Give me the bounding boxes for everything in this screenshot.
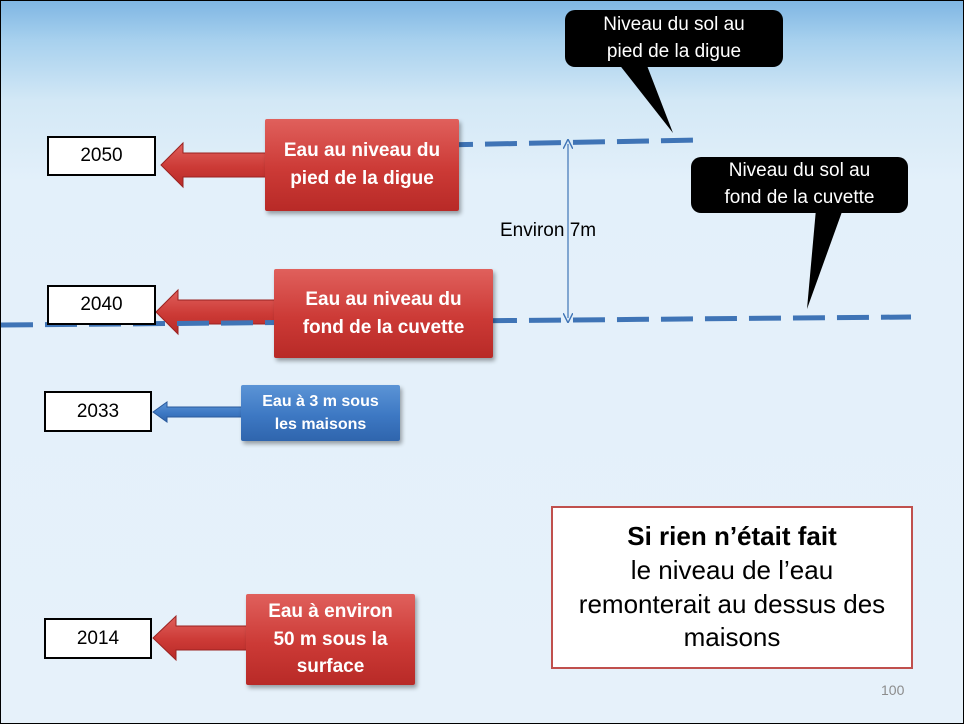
callout-digue-line1: Niveau du sol au: [603, 13, 745, 35]
callout-pointer-cuvette: [807, 209, 843, 309]
arrow-2050: [160, 141, 268, 189]
year-label-2050: 2050: [80, 145, 123, 166]
arrow-2033: [152, 401, 244, 423]
callout-cuvette-line2: fond de la cuvette: [724, 187, 875, 208]
label-2014-line3: surface: [296, 656, 365, 678]
summary-line3: maisons: [683, 622, 781, 653]
year-label-2040: 2040: [80, 294, 123, 315]
callout-cuvette: Niveau du sol au fond de la cuvette: [691, 157, 908, 213]
page-number: 100: [881, 682, 905, 698]
label-2033-line2: les maisons: [274, 416, 367, 433]
distance-label: Environ 7m: [500, 220, 597, 241]
arrow-2014: [152, 614, 250, 662]
label-2014-line1: Eau à environ: [268, 601, 393, 623]
summary-line2: remonterait au dessus des: [578, 588, 886, 619]
year-label-2014: 2014: [76, 627, 120, 649]
callout-digue: Niveau du sol au pied de la digue: [565, 10, 783, 67]
year-box-2050: 2050: [47, 136, 156, 176]
year-label-2033: 2033: [76, 400, 120, 422]
callout-digue-line2: pied de la digue: [606, 40, 742, 62]
label-2014-line2: 50 m sous la: [273, 628, 388, 650]
label-2040-line2: fond de la cuvette: [302, 316, 465, 338]
label-2050: Eau au niveau du pied de la digue: [265, 119, 459, 211]
label-2033: Eau à 3 m sous les maisons: [241, 385, 400, 441]
label-2050-line2: pied de la digue: [290, 168, 434, 189]
level-line-digue: [440, 137, 698, 148]
callout-pointer-digue: [618, 63, 673, 133]
summary-title: Si rien n’était fait: [627, 520, 837, 551]
label-2014: Eau à environ 50 m sous la surface: [246, 594, 415, 685]
arrow-2040: [155, 288, 277, 336]
label-2050-line1: Eau au niveau du: [283, 140, 441, 162]
summary-box: Si rien n’était fait le niveau de l’eau …: [551, 506, 913, 669]
label-2040-line1: Eau au niveau du: [305, 288, 462, 310]
label-2033-line1: Eau à 3 m sous: [262, 392, 379, 410]
callout-cuvette-line1: Niveau du sol au: [728, 160, 871, 182]
label-2040: Eau au niveau du fond de la cuvette: [274, 269, 493, 358]
year-box-2040: 2040: [47, 285, 156, 325]
year-box-2033: 2033: [44, 391, 152, 432]
summary-line1: le niveau de l’eau: [630, 554, 834, 585]
year-box-2014: 2014: [44, 618, 152, 659]
